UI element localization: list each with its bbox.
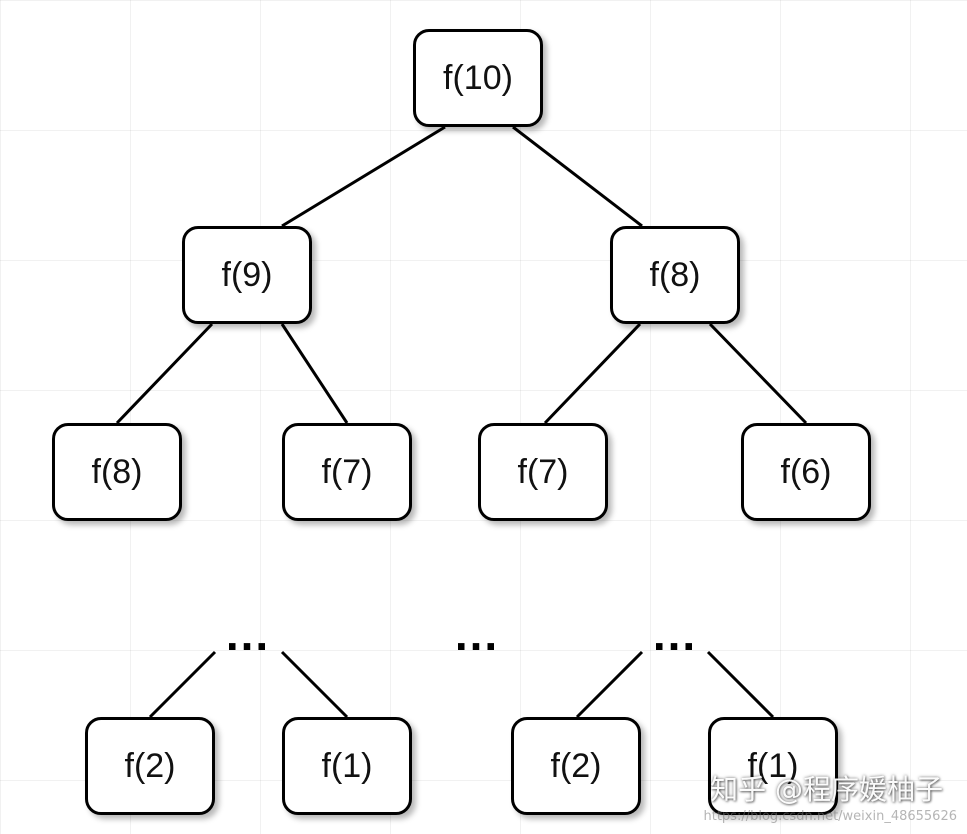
node-label: f(10) — [443, 58, 513, 97]
node-label: f(6) — [780, 452, 832, 491]
edge-f10-f8 — [512, 125, 643, 228]
edge-f8-f6 — [708, 322, 808, 425]
watermark: 知乎 @程序媛柚子 — [710, 773, 943, 806]
node-f8-left: f(8) — [52, 423, 182, 521]
node-f2-left: f(2) — [85, 717, 215, 815]
node-f9: f(9) — [182, 226, 312, 324]
node-label: f(1) — [747, 746, 799, 785]
edge-ellipsis-f1-right — [706, 650, 775, 719]
edge-ellipsis-f2-left — [148, 650, 217, 719]
watermark-url: https://blog.csdn.net/weixin_48655626 — [703, 809, 957, 824]
ellipsis-left: ... — [225, 608, 271, 660]
node-f1-right: f(1) — [708, 717, 838, 815]
node-f7-left: f(7) — [282, 423, 412, 521]
node-label: f(2) — [550, 746, 602, 785]
node-f10: f(10) — [413, 29, 543, 127]
node-label: f(9) — [221, 255, 273, 294]
node-label: f(1) — [321, 746, 373, 785]
node-f8-right: f(8) — [610, 226, 740, 324]
edge-f8-f7 — [543, 322, 642, 425]
ellipsis-right: ... — [652, 608, 698, 660]
node-f1-left: f(1) — [282, 717, 412, 815]
ellipsis-middle: ... — [454, 608, 500, 660]
node-f6: f(6) — [741, 423, 871, 521]
edge-ellipsis-f1-left — [280, 650, 349, 719]
node-f2-right: f(2) — [511, 717, 641, 815]
edge-f10-f9 — [281, 125, 446, 228]
node-label: f(8) — [91, 452, 143, 491]
node-label: f(2) — [124, 746, 176, 785]
node-label: f(8) — [649, 255, 701, 294]
edge-f9-f8 — [115, 322, 214, 425]
node-f7-right: f(7) — [478, 423, 608, 521]
node-label: f(7) — [517, 452, 569, 491]
edge-f9-f7 — [280, 323, 349, 424]
node-label: f(7) — [321, 452, 373, 491]
edge-ellipsis-f2-right — [575, 650, 644, 719]
